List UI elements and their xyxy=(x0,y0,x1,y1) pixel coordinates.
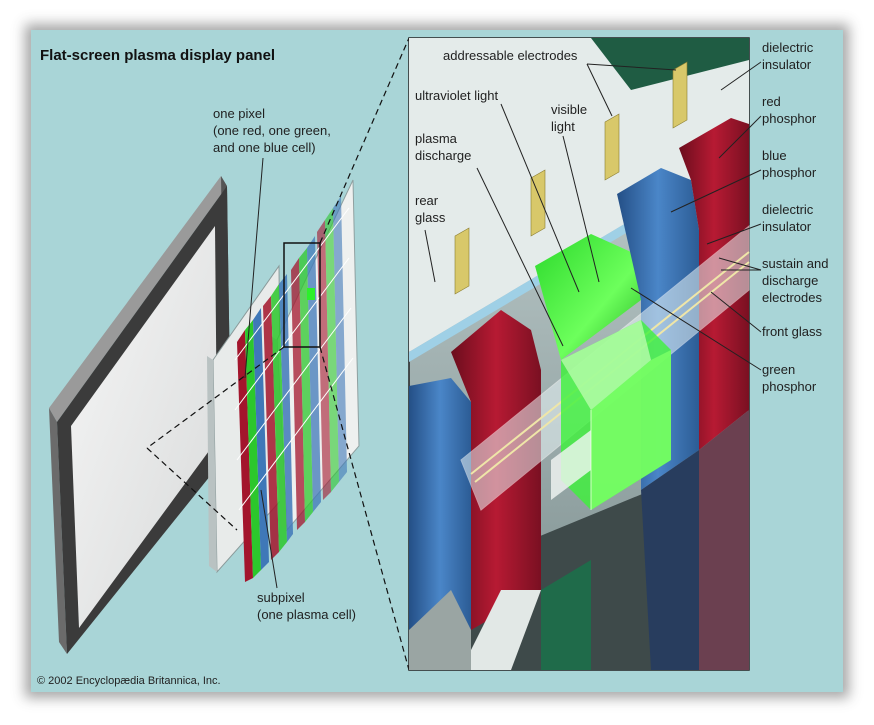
label-sustain-electrodes-1: sustain and xyxy=(762,256,829,271)
label-addressable-electrodes: addressable electrodes xyxy=(443,48,578,63)
projection-lines xyxy=(146,37,410,671)
label-subpixel-2: (one plasma cell) xyxy=(257,607,356,622)
plasma-diagram: Flat-screen plasma display panel one pix… xyxy=(37,37,829,687)
leader-addressable-1 xyxy=(586,63,613,117)
leader-dielectric-1 xyxy=(720,61,762,91)
label-front-glass: front glass xyxy=(762,324,822,339)
leader-ultraviolet xyxy=(500,103,580,293)
diagram-title: Flat-screen plasma display panel xyxy=(40,47,275,64)
leader-one-pixel xyxy=(244,157,264,379)
leader-front-glass xyxy=(710,291,762,333)
label-rear-glass-2: glass xyxy=(415,210,446,225)
leader-subpixel xyxy=(260,489,278,589)
label-one-pixel-2: (one red, one green, xyxy=(213,123,331,138)
diagram-frame: Flat-screen plasma display panel one pix… xyxy=(31,30,843,692)
label-dielectric-insulator-1b: insulator xyxy=(762,57,812,72)
label-subpixel-1: subpixel xyxy=(257,590,305,605)
leader-addressable-2 xyxy=(586,63,677,71)
label-green-phosphor-1: green xyxy=(762,362,795,377)
label-sustain-electrodes-3: electrodes xyxy=(762,290,822,305)
label-one-pixel-3: and one blue cell) xyxy=(213,140,316,155)
pixel-green-cell xyxy=(307,288,315,300)
label-dielectric-insulator-1a: dielectric xyxy=(762,40,814,55)
leader-plasma xyxy=(476,167,564,347)
label-dielectric-insulator-2b: insulator xyxy=(762,219,812,234)
leader-blue-phosphor xyxy=(670,169,762,213)
pixel-highlight xyxy=(283,242,321,348)
label-plasma-discharge-2: discharge xyxy=(415,148,471,163)
leader-green-phosphor xyxy=(630,287,762,371)
inset-detail xyxy=(408,37,750,671)
label-ultraviolet-light: ultraviolet light xyxy=(415,88,498,103)
label-blue-phosphor-2: phosphor xyxy=(762,165,817,180)
label-dielectric-insulator-2a: dielectric xyxy=(762,202,814,217)
monitor xyxy=(49,176,231,654)
leader-dielectric-2 xyxy=(706,223,762,245)
subpixel-strips xyxy=(234,196,354,582)
label-green-phosphor-2: phosphor xyxy=(762,379,817,394)
label-red-phosphor-2: phosphor xyxy=(762,111,817,126)
label-plasma-discharge-1: plasma xyxy=(415,131,458,146)
label-blue-phosphor-1: blue xyxy=(762,148,787,163)
label-red-phosphor-1: red xyxy=(762,94,781,109)
leader-visible xyxy=(562,135,600,283)
label-visible-light-1: visible xyxy=(551,102,587,117)
leader-red-phosphor xyxy=(718,115,762,159)
label-one-pixel-1: one pixel xyxy=(213,106,265,121)
leader-sustain-1 xyxy=(718,257,762,271)
label-sustain-electrodes-2: discharge xyxy=(762,273,818,288)
copyright-text: © 2002 Encyclopædia Britannica, Inc. xyxy=(37,675,221,687)
leader-rear-glass xyxy=(424,229,436,283)
label-visible-light-2: light xyxy=(551,119,575,134)
label-rear-glass-1: rear xyxy=(415,193,439,208)
